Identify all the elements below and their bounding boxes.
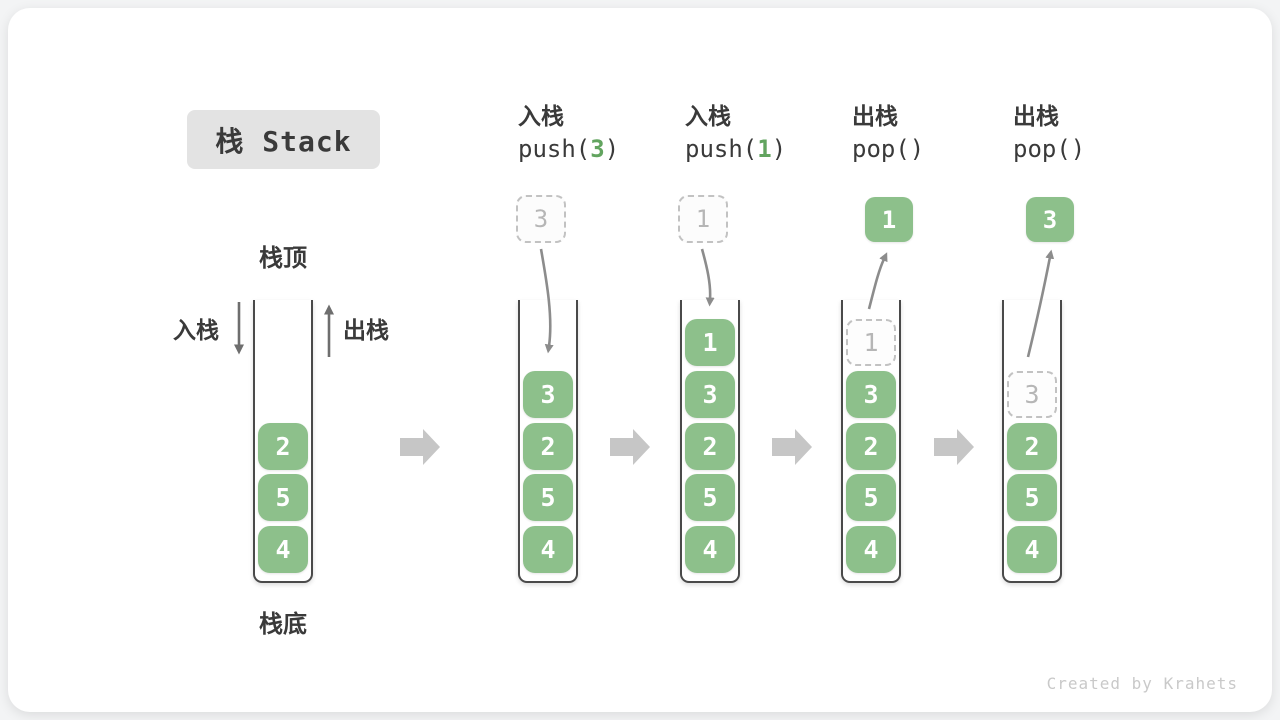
- title-box: 栈 Stack: [187, 110, 380, 169]
- stack-cell: 2: [846, 422, 896, 470]
- pop-label: 出栈: [343, 318, 389, 344]
- incoming-element-ghost: 3: [516, 195, 566, 243]
- code-text: ): [604, 135, 620, 163]
- stack-cell: 2: [523, 422, 573, 470]
- code-text: push(: [685, 135, 758, 163]
- code-text: ): [771, 135, 787, 163]
- code-argument: 3: [590, 135, 605, 163]
- incoming-element-ghost: 1: [678, 195, 728, 243]
- stack-cell: 4: [1007, 526, 1057, 573]
- next-state-block-arrow-icon: [772, 429, 812, 465]
- next-state-block-arrow-icon: [934, 429, 974, 465]
- stack-cell: 2: [685, 422, 735, 470]
- credit-text: Created by Krahets: [1046, 674, 1238, 693]
- operation-label: 出栈: [1013, 104, 1059, 130]
- stack-cell: 5: [846, 474, 896, 522]
- stack-bottom-label: 栈底: [259, 610, 307, 638]
- code-text: push(: [518, 135, 591, 163]
- operation-code: push(1): [685, 132, 786, 166]
- operation-label: 出栈: [852, 104, 898, 130]
- stack-cell: 5: [685, 474, 735, 522]
- popped-element: 3: [1026, 197, 1074, 242]
- push-label: 入栈: [173, 318, 219, 344]
- popped-element: 1: [865, 197, 913, 242]
- operation-code: pop(): [852, 132, 924, 166]
- stack-cell: 4: [523, 526, 573, 573]
- stack-cell: 2: [258, 422, 308, 470]
- next-state-block-arrow-icon: [610, 429, 650, 465]
- stack-cell: 2: [1007, 422, 1057, 470]
- stack-cell: 3: [846, 370, 896, 418]
- operation-header: 出栈 pop(): [1013, 102, 1085, 166]
- stack-cell: 4: [846, 526, 896, 573]
- operation-code: pop(): [1013, 132, 1085, 166]
- stack-cell: 3: [685, 370, 735, 418]
- code-argument: 1: [757, 135, 772, 163]
- operation-label: 入栈: [518, 104, 564, 130]
- stack-cell-ghost: 3: [1007, 370, 1057, 418]
- stack-cell: 1: [685, 319, 735, 367]
- stack-cell: 5: [1007, 474, 1057, 522]
- stack-top-label: 栈顶: [259, 244, 307, 272]
- code-text: pop(): [852, 135, 925, 163]
- operation-header: 出栈 pop(): [852, 102, 924, 166]
- stack-cell-ghost: 1: [846, 319, 896, 367]
- push-1-curve-arrow-icon: [700, 248, 715, 307]
- operation-label: 入栈: [685, 104, 731, 130]
- stack-cell: 4: [685, 526, 735, 573]
- next-state-block-arrow-icon: [400, 429, 440, 465]
- operation-code: push(3): [518, 132, 619, 166]
- code-text: pop(): [1013, 135, 1086, 163]
- stack-cell: 5: [258, 474, 308, 522]
- stack-cell: 4: [258, 526, 308, 573]
- stack-cell: 5: [523, 474, 573, 522]
- stack-cell: 3: [523, 370, 573, 418]
